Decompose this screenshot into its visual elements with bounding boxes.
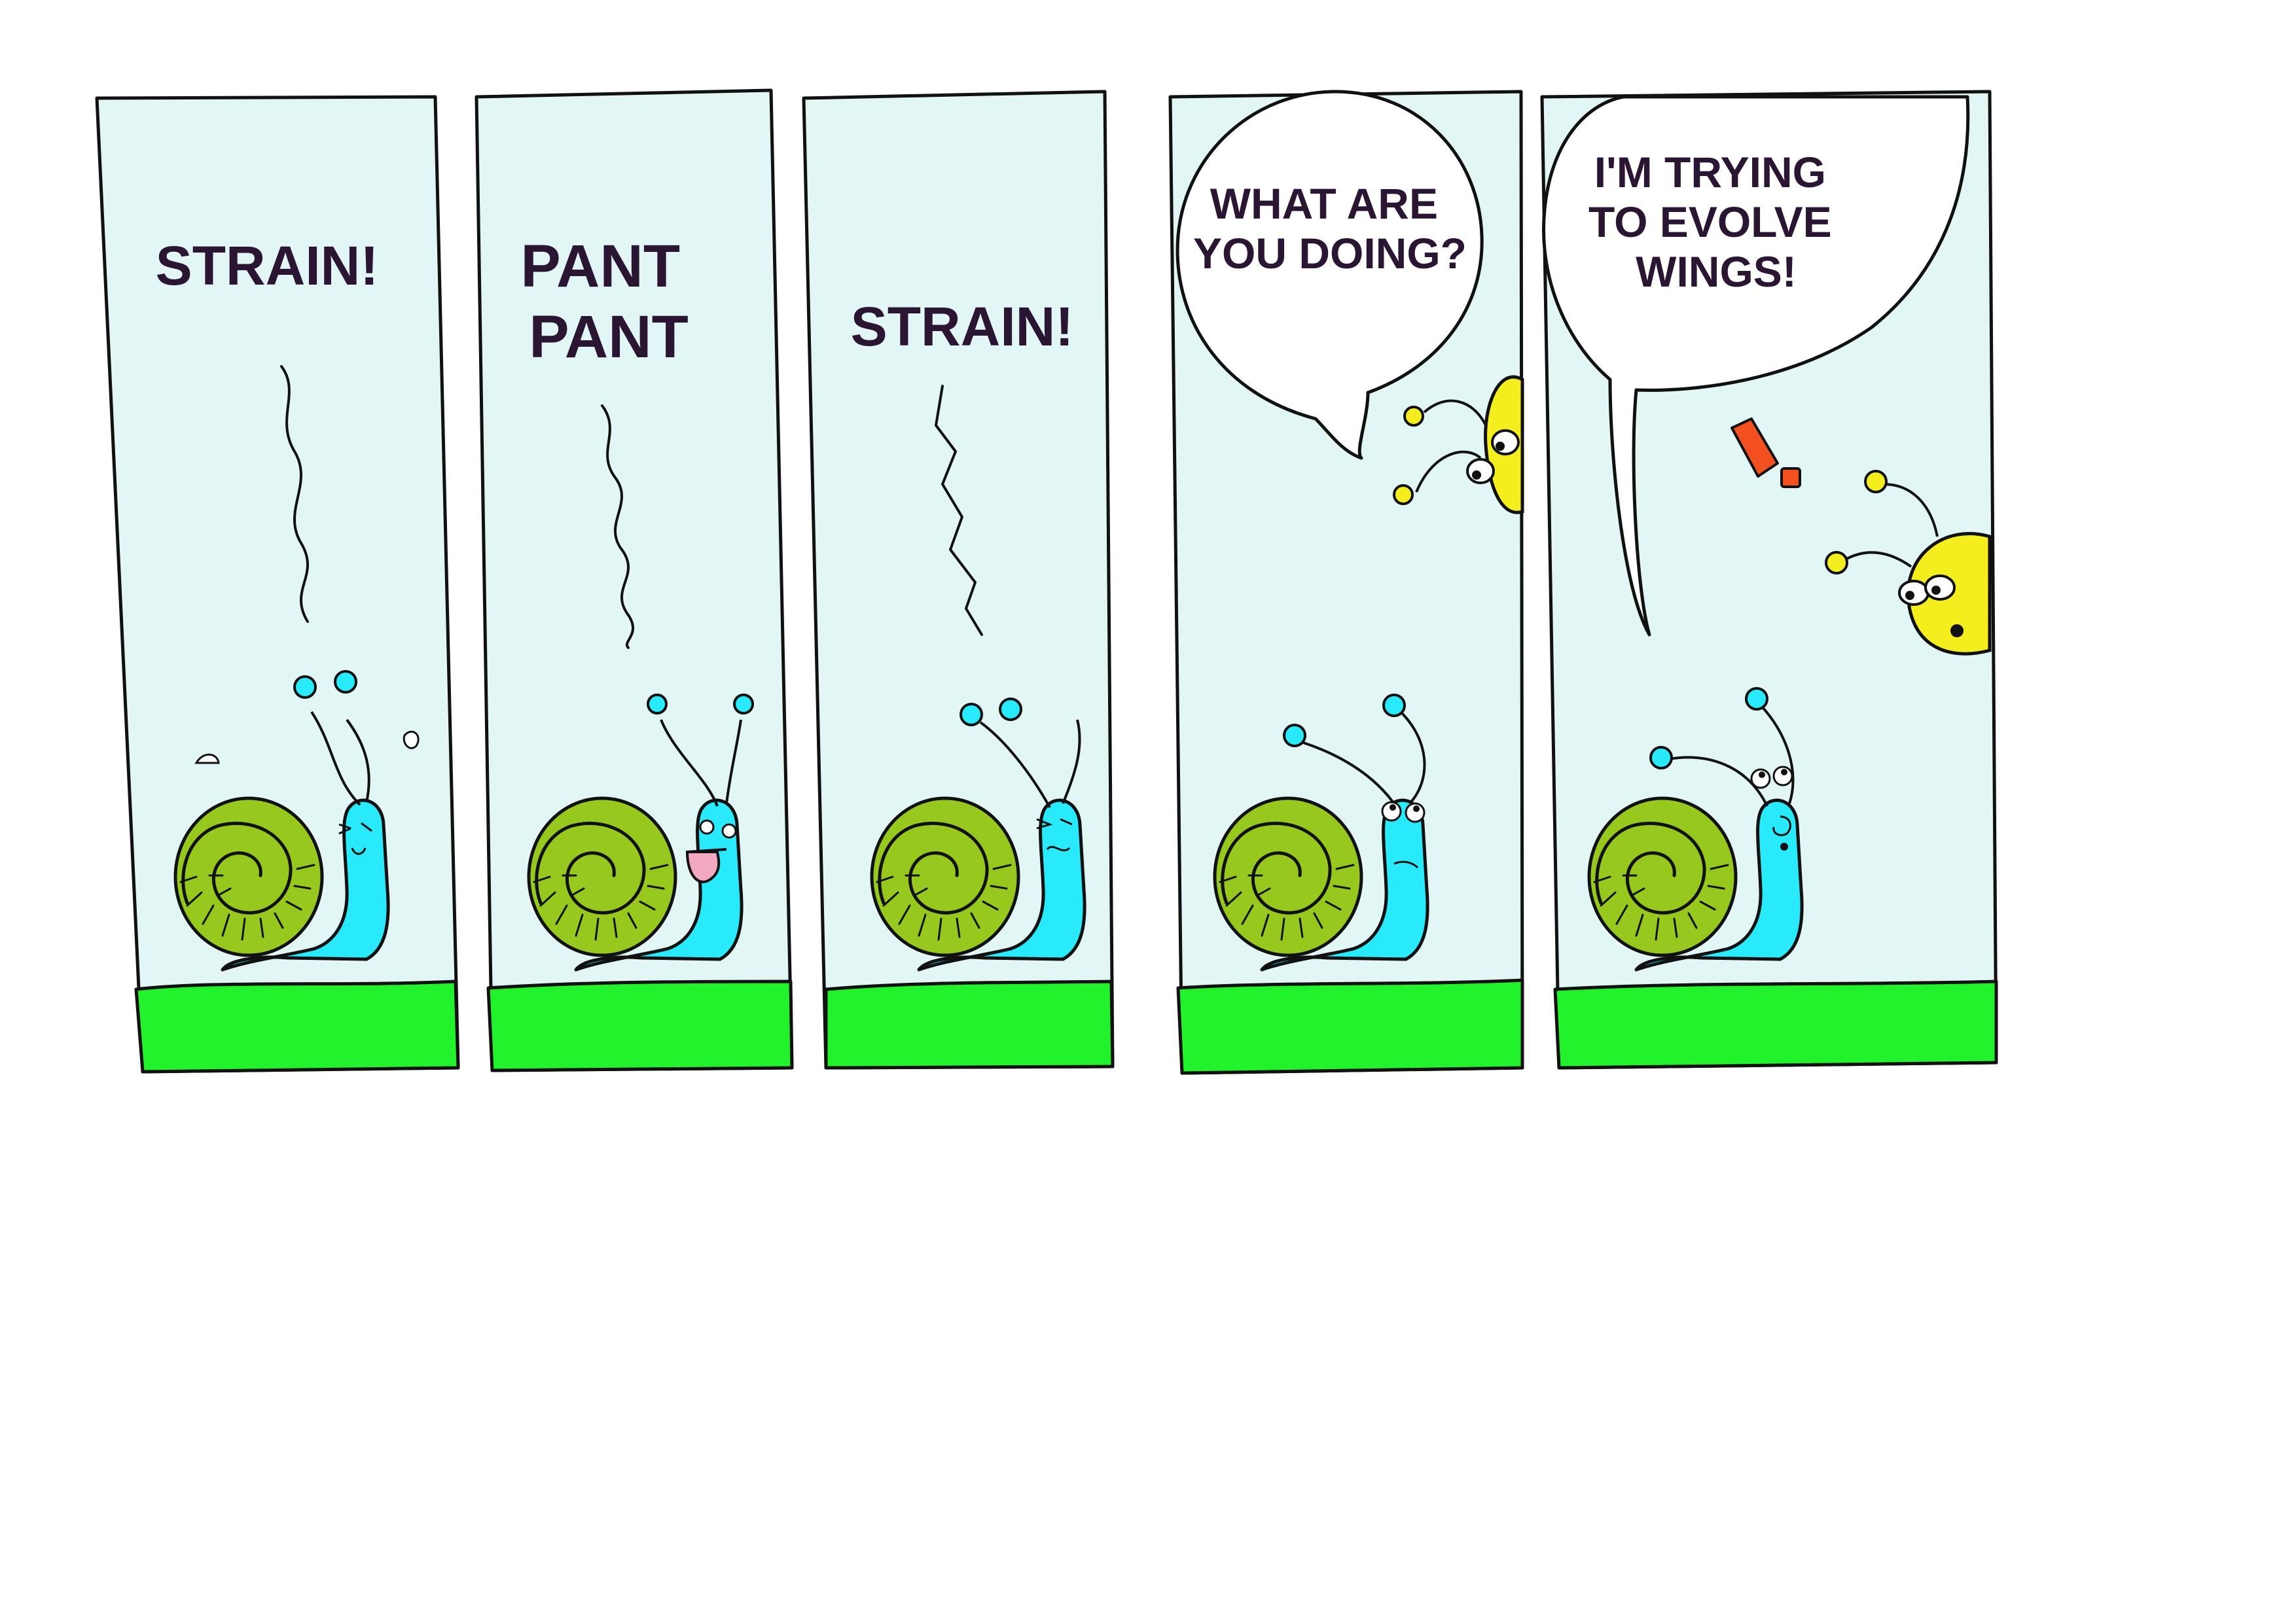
- panel-3: STRAIN!: [802, 90, 1115, 1070]
- panel-1: STRAIN!: [95, 95, 460, 1074]
- speech-bubble: [1541, 95, 1970, 637]
- panel-4: WHAT ARE YOU DOING?: [1168, 90, 1524, 1075]
- panel-1-caption: STRAIN!: [156, 235, 379, 296]
- panel-5: I'M TRYING TO EVOLVE WINGS!: [1540, 90, 1998, 1070]
- bug-character: [1825, 470, 1992, 656]
- pant-lines-icon: [601, 404, 634, 649]
- panel-3-caption: STRAIN!: [851, 296, 1074, 357]
- bug-character: [1393, 375, 1524, 514]
- snail: [1589, 687, 1802, 970]
- exclamation-icon: [1731, 417, 1801, 488]
- panel-2: PANT PANT: [475, 88, 794, 1072]
- speech-text: WHAT ARE YOU DOING?: [1193, 179, 1467, 277]
- snail: [872, 697, 1085, 970]
- panel-2-caption: PANT PANT: [520, 233, 696, 370]
- strain-lines-icon: [280, 365, 309, 623]
- speech-text: I'M TRYING TO EVOLVE WINGS!: [1588, 148, 1844, 296]
- strain-lines-icon: [935, 385, 983, 636]
- snail: [529, 694, 754, 970]
- snail: [175, 670, 420, 970]
- speech-bubble: [1175, 90, 1484, 460]
- snail: [1215, 694, 1427, 970]
